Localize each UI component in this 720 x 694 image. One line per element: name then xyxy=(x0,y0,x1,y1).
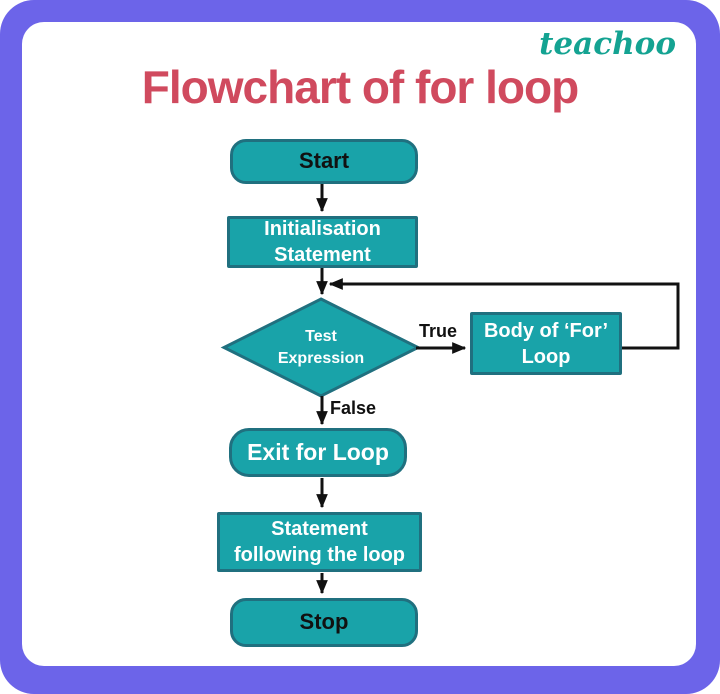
edge-label-true: True xyxy=(419,321,458,341)
node-stop: Stop xyxy=(230,598,418,647)
brand-logo: teachoo xyxy=(539,26,676,62)
node-body-of-for-loop: Body of ‘For’ Loop xyxy=(470,312,622,375)
node-body-of-for-loop-label: Body of ‘For’ Loop xyxy=(483,319,609,368)
node-statement-following-loop: Statement following the loop xyxy=(217,512,422,572)
page-title: Flowchart of for loop xyxy=(141,61,579,113)
node-initialisation-statement-label: Initialisation Statement xyxy=(264,218,381,266)
node-exit-for-loop: Exit for Loop xyxy=(229,428,407,477)
edge-body-loopback xyxy=(328,278,680,350)
node-start: Start xyxy=(230,139,418,184)
node-test-expression-label: Test Expression xyxy=(277,327,365,367)
node-stop-label: Stop xyxy=(299,609,349,635)
edge-label-false: False xyxy=(330,398,377,418)
node-start-label: Start xyxy=(298,148,350,174)
node-statement-following-loop-label: Statement following the loop xyxy=(233,518,406,566)
node-test-expression: Test Expression xyxy=(261,317,381,378)
node-initialisation-statement: Initialisation Statement xyxy=(227,216,418,268)
node-exit-for-loop-label: Exit for Loop xyxy=(247,438,389,465)
